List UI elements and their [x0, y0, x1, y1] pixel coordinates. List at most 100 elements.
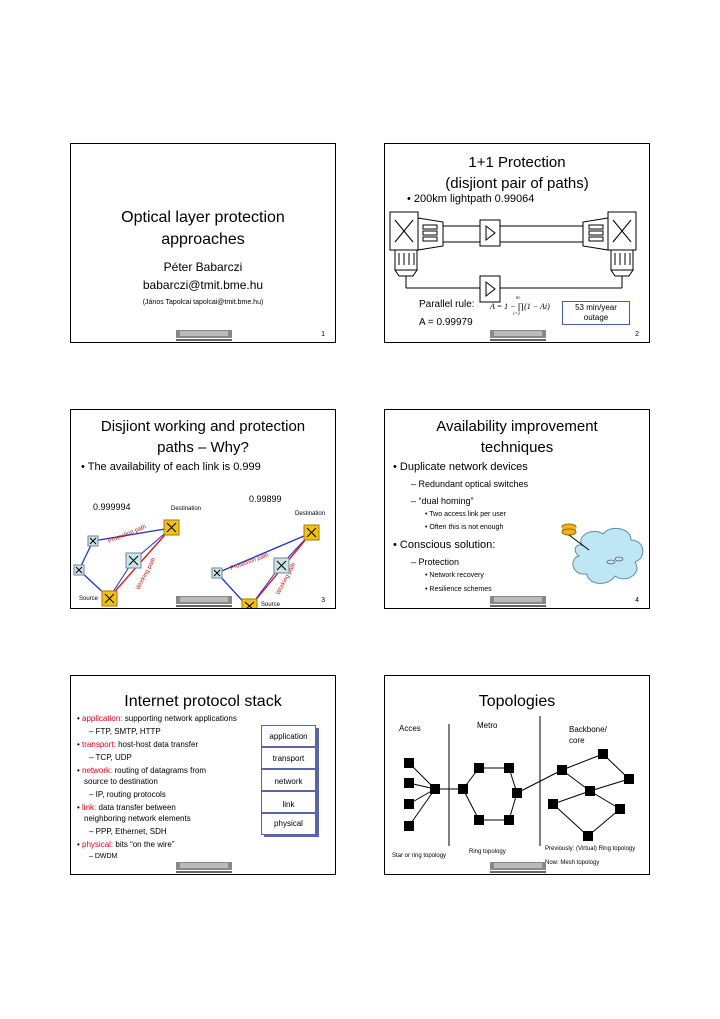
now-caption: Now: Mesh topology [545, 860, 600, 866]
sub-bullet: – Protection [411, 557, 460, 567]
node [557, 765, 567, 775]
slide-title: 1+1 Protection (disjiont pair of paths) [445, 154, 589, 192]
node [585, 786, 595, 796]
slide-title: Availability improvement techniques [436, 418, 598, 456]
node [458, 784, 468, 794]
layer-application: • application: supporting network applic… [77, 714, 237, 723]
acces-label: Acces [399, 724, 421, 733]
university-logo [490, 862, 546, 873]
layer-sub: – IP, routing protocols [89, 790, 166, 799]
topology-diagram [404, 716, 634, 846]
protection-path-label: Protection path [230, 552, 270, 571]
slide-4: Availability improvement techniques • Du… [384, 409, 650, 609]
protection-diagram [389, 211, 637, 303]
slide-title: Internet protocol stack [124, 693, 282, 710]
backbone-label: Backbone/ core [569, 725, 607, 745]
coauthor: (János Tapolcai tapolcai@tmit.bme.hu) [142, 299, 264, 306]
slide-1: Optical layer protection approaches Péte… [70, 143, 336, 343]
right-transponders [610, 249, 634, 277]
node [404, 758, 414, 768]
layer-sub: – DWDM [89, 853, 118, 860]
layer-transport: • transport: host-host data transfer [77, 740, 199, 749]
layer-link: • link: data transfer between [77, 803, 176, 812]
slide-title: Topologies [478, 693, 556, 710]
page-number: 1 [321, 331, 325, 338]
page-number: 2 [635, 331, 639, 338]
stack-link: link [261, 791, 316, 813]
destination-label: Destination [295, 511, 326, 517]
source-label: Source [261, 602, 281, 608]
node [504, 815, 514, 825]
university-logo [490, 330, 546, 341]
sub-bullet: – “dual homing” [411, 496, 474, 506]
slide-5: Internet protocol stack • application: s… [70, 675, 336, 875]
slide-2: 1+1 Protection (disjiont pair of paths) … [384, 143, 650, 343]
university-logo [490, 596, 546, 607]
node [583, 831, 593, 841]
bullet: • Conscious solution: [393, 539, 496, 551]
stack-application: application [261, 725, 316, 747]
right-mux [582, 217, 609, 251]
star-caption: Star or ring topology [392, 853, 447, 859]
stack-network: network [261, 769, 316, 791]
stack-physical: physical [261, 813, 316, 835]
layer-sub: – PPP, Ethernet, SDH [89, 827, 167, 836]
layer-network-desc: source to destination [84, 777, 158, 786]
bullet: • The availability of each link is 0.999 [81, 461, 261, 473]
network-diagram: Protection path Working path Protection … [73, 519, 320, 608]
slide-title: Disjiont working and protection paths – … [100, 418, 306, 456]
switch-node [163, 519, 180, 536]
right-switch [607, 211, 637, 251]
node [598, 749, 608, 759]
availability-result: A = 0.99979 [419, 317, 473, 328]
outage-box: 53 min/year outage [562, 301, 630, 325]
author-name: Péter Babarczi [163, 260, 243, 274]
sub-sub-bullet: • Resilience schemes [425, 586, 492, 593]
layer-physical: • physical: bits “on the wire” [77, 840, 175, 849]
layer-link-desc: neighboring network elements [84, 814, 191, 823]
node [615, 804, 625, 814]
university-logo [176, 862, 232, 873]
node [548, 799, 558, 809]
ring-caption: Ring topology [469, 849, 506, 855]
switch-node [73, 564, 85, 576]
node [404, 821, 414, 831]
destination-label: Destination [171, 506, 202, 512]
right-availability: 0.99899 [249, 494, 282, 504]
switch-node [211, 567, 223, 579]
layer-sub: – FTP, SMTP, HTTP [89, 727, 161, 736]
author-email: babarczi@tmit.bme.hu [142, 278, 264, 292]
previous-caption: Previously: (Virtual) Ring topology [545, 846, 636, 852]
node [430, 784, 440, 794]
slide-title: Optical layer protection approaches [121, 209, 285, 248]
university-logo [176, 330, 232, 341]
sub-sub-bullet: • Two access link per user [425, 511, 506, 518]
protection-path-label: Protection path [108, 524, 148, 545]
layer-network: • network: routing of datagrams from [77, 766, 207, 775]
left-switch [389, 211, 419, 251]
layer-sub: – TCP, UDP [89, 753, 132, 762]
node [404, 778, 414, 788]
parallel-rule-label: Parallel rule: [419, 299, 475, 310]
amplifier-top [479, 219, 501, 247]
node [512, 788, 522, 798]
node [504, 763, 514, 773]
amplifier-bottom [479, 275, 501, 303]
left-transponders [394, 249, 418, 277]
node [404, 799, 414, 809]
topology-nodes [404, 749, 634, 841]
switch-node [241, 598, 258, 608]
left-availability: 0.999994 [93, 502, 131, 512]
page-number: 3 [321, 597, 325, 604]
node [474, 815, 484, 825]
node [624, 774, 634, 784]
layer-list: • application: supporting network applic… [77, 713, 257, 862]
source-label: Source [79, 596, 99, 602]
switch-node [101, 590, 118, 607]
switch-node [303, 524, 320, 541]
sub-bullet: – Redundant optical switches [411, 479, 529, 489]
network-cloud-illustration [561, 523, 644, 584]
sub-sub-bullet: • Network recovery [425, 572, 484, 579]
left-mux [417, 217, 444, 251]
stack-transport: transport [261, 747, 316, 769]
